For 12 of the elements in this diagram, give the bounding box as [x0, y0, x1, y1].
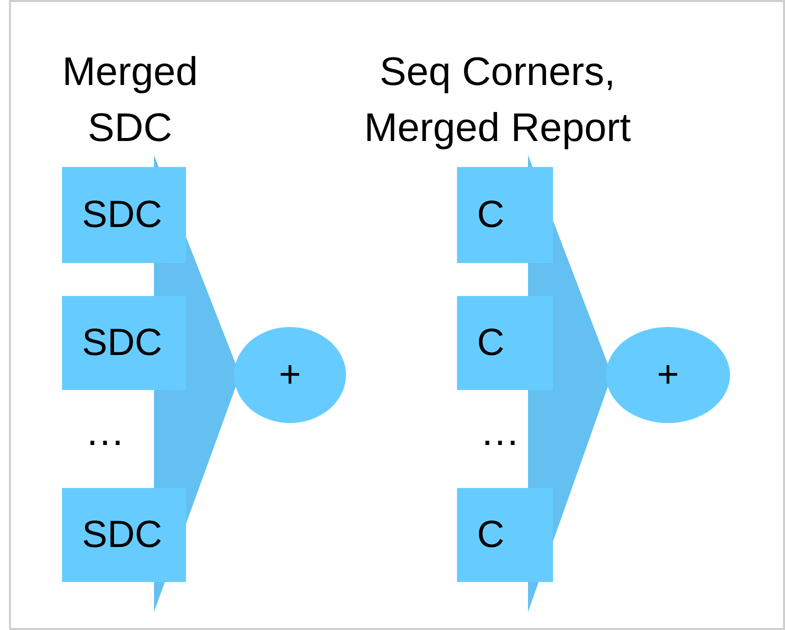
ellipsis-text: …: [479, 409, 521, 456]
merge-ellipse: +: [606, 327, 730, 423]
group-title: Seq Corners, Merged Report: [363, 49, 632, 152]
ellipsis-text: …: [84, 409, 126, 456]
process-box: SDC: [62, 167, 186, 263]
process-box: C: [457, 296, 553, 390]
group-title: Merged SDC: [61, 49, 199, 152]
merge-ellipse: +: [234, 327, 346, 423]
process-box: SDC: [62, 296, 186, 390]
process-box: SDC: [62, 488, 186, 582]
process-box: C: [457, 488, 553, 582]
process-box: C: [457, 167, 553, 263]
